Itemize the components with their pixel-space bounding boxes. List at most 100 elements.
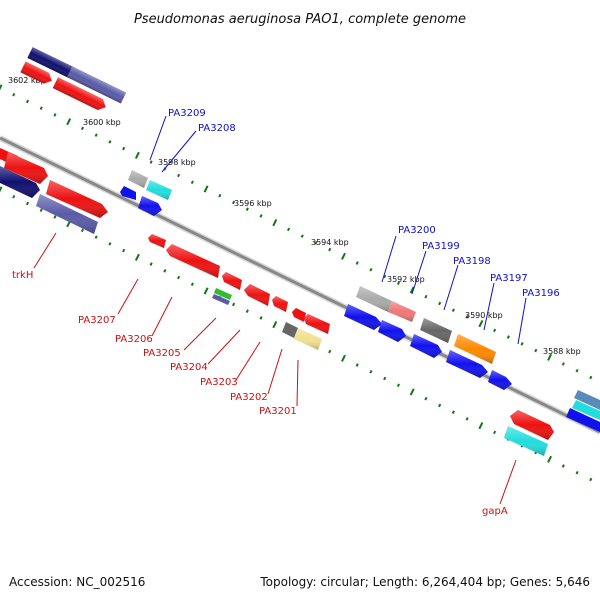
gene-label-pa3206[interactable]: PA3206	[115, 334, 153, 345]
major-tick	[409, 286, 415, 294]
gene-feature[interactable]	[46, 180, 108, 218]
gene-label-pa3207[interactable]: PA3207	[78, 315, 116, 326]
minor-tick	[451, 410, 455, 414]
gene-label-pa3197[interactable]: PA3197	[490, 273, 528, 284]
gene-feature[interactable]	[27, 47, 81, 81]
gene-feature[interactable]	[504, 426, 548, 456]
gene-feature[interactable]	[148, 234, 166, 248]
gene-feature[interactable]	[356, 286, 392, 312]
minor-tick	[108, 242, 112, 246]
minor-tick	[108, 140, 112, 144]
minor-tick	[451, 308, 455, 312]
gene-feature[interactable]	[488, 370, 512, 390]
gene-feature[interactable]	[446, 350, 488, 378]
gene-label-pa3208[interactable]: PA3208	[198, 123, 236, 134]
minor-tick	[163, 268, 167, 273]
callout-lines-forward	[149, 115, 527, 345]
gene-feature[interactable]	[294, 328, 322, 350]
scale-label: 3594 kbp	[311, 238, 349, 247]
gene-feature[interactable]	[212, 294, 230, 305]
gene-cluster-gapa	[504, 410, 554, 456]
gene-feature[interactable]	[20, 61, 54, 86]
gene-cluster-pa3200	[344, 286, 512, 390]
gene-label-pa3203[interactable]: PA3203	[200, 377, 238, 388]
gene-cluster-right-edge	[566, 390, 600, 432]
gene-label-pa3205[interactable]: PA3205	[143, 348, 181, 359]
gene-feature[interactable]	[244, 284, 270, 306]
gene-label-pa3209[interactable]: PA3209	[168, 108, 206, 119]
minor-tick	[25, 99, 30, 104]
gene-feature[interactable]	[166, 244, 220, 278]
minor-tick	[177, 173, 181, 178]
major-tick	[547, 455, 553, 463]
minor-tick	[424, 396, 428, 401]
major-tick	[0, 84, 3, 91]
minor-tick	[53, 113, 57, 117]
minor-tick	[190, 180, 194, 185]
gene-feature[interactable]	[120, 186, 136, 200]
minor-tick	[493, 430, 497, 435]
minor-tick	[383, 274, 387, 279]
minor-tick	[369, 369, 373, 374]
minor-tick	[520, 342, 524, 346]
scale-label: 3592 kbp	[387, 275, 425, 284]
minor-tick	[232, 200, 236, 205]
gene-label-pa3200[interactable]: PA3200	[398, 225, 436, 236]
minor-tick	[396, 281, 400, 286]
minor-tick	[122, 146, 126, 151]
gene-feature[interactable]	[0, 166, 40, 198]
gene-feature[interactable]	[272, 296, 288, 312]
gene-feature[interactable]	[292, 308, 306, 322]
gene-feature[interactable]	[454, 334, 496, 364]
gene-label-pa3201[interactable]: PA3201	[259, 406, 297, 417]
minor-tick	[575, 368, 579, 373]
gene-feature[interactable]	[66, 66, 127, 104]
major-tick	[203, 185, 209, 193]
gene-feature[interactable]	[146, 180, 172, 200]
scale-label: 3596 kbp	[234, 199, 272, 208]
gene-label-gapa[interactable]: gapA	[482, 506, 508, 517]
gene-feature[interactable]	[214, 288, 232, 300]
gene-feature[interactable]	[222, 272, 242, 290]
map-title: Pseudomonas aeruginosa PAO1, complete ge…	[134, 12, 466, 27]
gene-feature[interactable]	[566, 408, 600, 432]
gene-feature[interactable]	[128, 170, 148, 188]
scale-label: 3598 kbp	[158, 158, 196, 167]
minor-tick	[259, 316, 263, 320]
minor-tick	[300, 234, 304, 238]
gene-feature[interactable]	[4, 152, 48, 184]
gene-feature[interactable]	[282, 322, 298, 338]
gene-feature[interactable]	[572, 400, 600, 420]
major-tick	[272, 219, 278, 227]
gene-label-pa3199[interactable]: PA3199	[422, 241, 460, 252]
gene-label-trkh[interactable]: trkH	[12, 270, 33, 281]
gene-cluster-pa3207	[148, 234, 330, 350]
gene-feature[interactable]	[410, 334, 442, 358]
gene-label-pa3202[interactable]: PA3202	[230, 392, 268, 403]
gene-label-pa3196[interactable]: PA3196	[522, 288, 560, 299]
gene-feature[interactable]	[344, 304, 382, 330]
major-tick	[134, 253, 140, 261]
gene-feature[interactable]	[36, 194, 98, 234]
gene-feature[interactable]	[388, 301, 416, 322]
gene-feature[interactable]	[138, 196, 162, 216]
forward-gene-labels: PA3209 PA3208 PA3200 PA3199 PA3198 PA319…	[168, 108, 560, 299]
minor-tick	[424, 294, 428, 299]
minor-tick	[39, 208, 43, 212]
gene-feature[interactable]	[420, 318, 452, 343]
minor-tick	[190, 282, 194, 287]
gene-feature[interactable]	[52, 77, 109, 112]
minor-tick	[12, 92, 16, 97]
accession-text: Accession: NC_002516	[9, 575, 145, 589]
minor-tick	[561, 362, 565, 366]
gene-feature[interactable]	[304, 314, 330, 334]
major-tick	[203, 287, 209, 295]
gene-feature[interactable]	[510, 410, 554, 440]
gene-feature[interactable]	[574, 390, 600, 410]
minor-tick	[534, 348, 538, 353]
genome-backbone	[0, 135, 600, 435]
major-tick	[478, 422, 484, 430]
gene-label-pa3204[interactable]: PA3204	[170, 362, 208, 373]
gene-label-pa3198[interactable]: PA3198	[453, 256, 491, 267]
gene-feature[interactable]	[378, 320, 406, 342]
